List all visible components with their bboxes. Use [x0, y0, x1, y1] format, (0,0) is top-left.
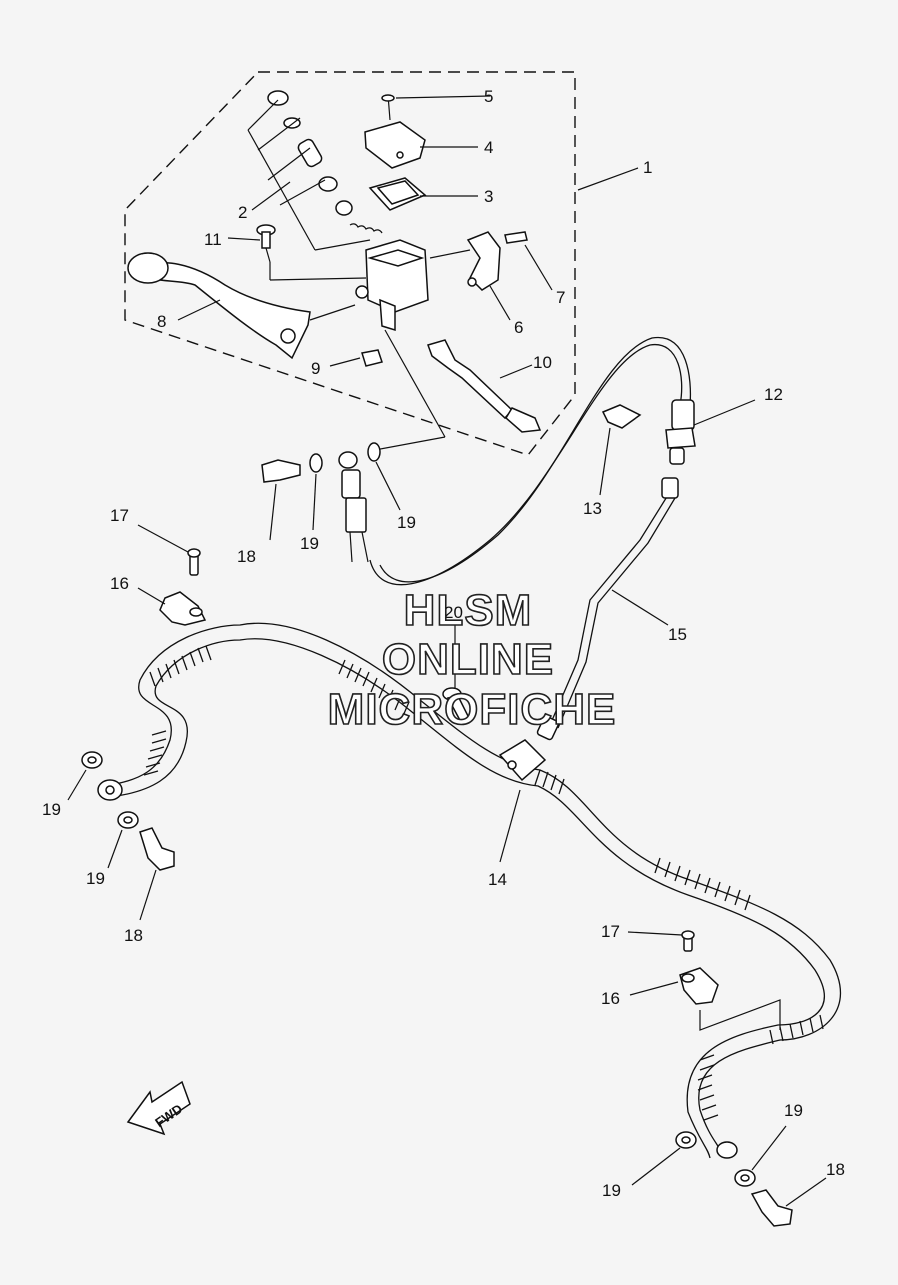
callout-19-right-a: 19: [784, 1101, 803, 1120]
callout-7: 7: [556, 288, 565, 307]
joint-block-part: [498, 739, 547, 782]
callout-18-upper: 18: [237, 547, 256, 566]
callout-19-left-b: 19: [86, 869, 105, 888]
callout-16-lower: 16: [601, 989, 620, 1008]
banjo-bolt-part: [750, 1189, 793, 1227]
callout-3: 3: [484, 187, 493, 206]
hose-clamp-part: [159, 591, 207, 626]
callout-19-upper-a: 19: [300, 534, 319, 553]
piston-part: [297, 138, 323, 168]
callout-13: 13: [583, 499, 602, 518]
washer-part: [309, 453, 323, 473]
clamp-parts: [159, 548, 781, 1031]
piston-cap-part: [267, 90, 289, 106]
nut-part: [361, 349, 383, 367]
callout-17-lower: 17: [601, 922, 620, 941]
callout-20: 20: [444, 603, 463, 622]
master-cylinder-group: [127, 90, 542, 451]
holder-clamp-part: [466, 231, 501, 291]
callout-10: 10: [533, 353, 552, 372]
brake-pipe: [536, 477, 679, 741]
callout-labels: 1 2 3 4 5 6 7 8 9 10 11 12 13 14 15 16 1…: [42, 87, 845, 1200]
callout-19-right-b: 19: [602, 1181, 621, 1200]
watermark-line-3: MICROFICHE: [328, 685, 617, 734]
brake-switch-part: [427, 339, 514, 420]
bracket-part: [601, 404, 642, 429]
callout-8: 8: [157, 312, 166, 331]
lower-hardware: [81, 751, 793, 1227]
callout-2: 2: [238, 203, 247, 222]
callout-1: 1: [643, 158, 652, 177]
callout-18-left: 18: [124, 926, 143, 945]
watermark-line-2: ONLINE: [382, 635, 554, 684]
callout-11: 11: [204, 230, 222, 249]
brake-lever-part: [138, 262, 311, 360]
callout-17-upper: 17: [110, 506, 129, 525]
upper-brake-hose: [261, 336, 696, 586]
watermark: HLSM ONLINE MICROFICHE: [327, 585, 617, 735]
callout-9: 9: [311, 359, 320, 378]
lower-brake-hose: [97, 622, 842, 1159]
callout-19-upper-b: 19: [397, 513, 416, 532]
callout-18-right: 18: [826, 1160, 845, 1179]
callout-6: 6: [514, 318, 523, 337]
callout-16-upper: 16: [110, 574, 129, 593]
callout-14: 14: [488, 870, 507, 889]
leader-lines: [67, 95, 827, 1207]
fwd-direction-arrow: FWD: [126, 1080, 191, 1136]
assembly-outline: [124, 71, 576, 456]
banjo-bolt-part: [261, 459, 301, 483]
callout-19-left-a: 19: [42, 800, 61, 819]
callout-15: 15: [668, 625, 687, 644]
callout-4: 4: [484, 138, 493, 157]
watermark-line-1: HLSM: [404, 586, 533, 635]
reservoir-cap-part: [364, 121, 426, 169]
callout-12: 12: [764, 385, 783, 404]
banjo-bolt-part: [139, 827, 175, 871]
callout-5: 5: [484, 87, 493, 106]
